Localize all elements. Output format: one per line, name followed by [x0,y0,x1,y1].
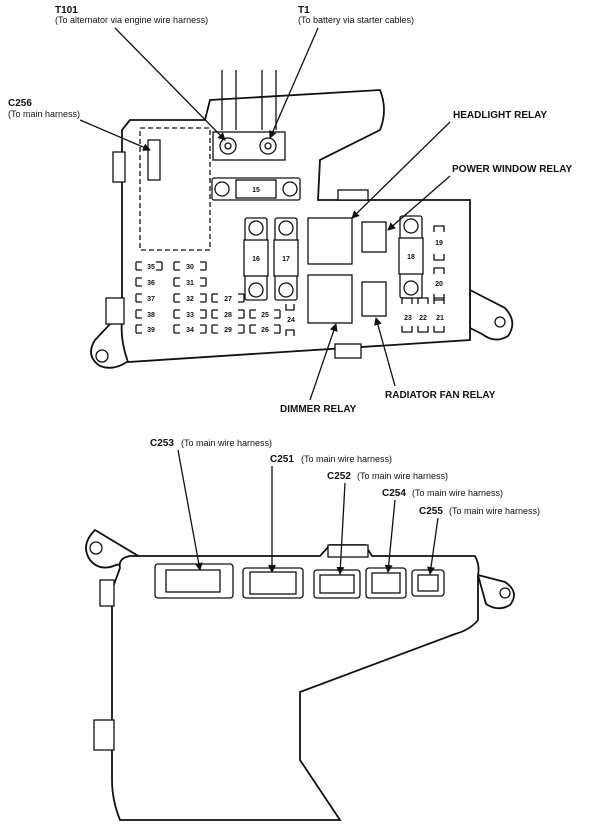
svg-text:26: 26 [261,327,269,334]
svg-text:21: 21 [436,315,444,322]
c255-leader [427,517,439,575]
fuse-slots-right: 19 20 23 22 21 [401,225,445,333]
c252-label: C252 [327,471,351,482]
headlight-relay-block [307,217,353,265]
c254-label: C254 [382,488,406,499]
svg-text:37: 37 [147,296,155,303]
dimmer-relay-label: DIMMER RELAY [280,404,357,415]
headlight-relay-leader [351,121,451,219]
svg-text:19: 19 [435,240,443,247]
headlight-relay-label: HEADLIGHT RELAY [453,110,547,121]
c253-desc: (To main wire harness) [181,438,272,448]
fuse-slots-middle: 27 28 29 25 26 24 [211,293,295,336]
svg-text:35: 35 [147,264,155,271]
c256-label: C256 [8,98,32,109]
dimmer-relay-block [307,274,353,324]
svg-text:33: 33 [186,312,194,319]
c255-label: C255 [419,506,443,517]
svg-text:32: 32 [186,296,194,303]
t101-desc: (To alternator via engine wire harness) [55,15,208,25]
svg-text:39: 39 [147,327,155,334]
svg-text:36: 36 [147,280,155,287]
c255-desc: (To main wire harness) [449,506,540,516]
c252-desc: (To main wire harness) [357,471,448,481]
c256-leader [79,119,151,151]
t1-desc: (To battery via starter cables) [298,15,414,25]
t101-leader [114,27,226,141]
fuse-16: 16 [252,256,260,263]
c251-label: C251 [270,454,294,465]
t1-label: T1 [298,5,310,16]
svg-text:29: 29 [224,327,232,334]
power-window-relay-leader [387,175,451,231]
c252-leader [336,482,346,575]
c251-desc: (To main wire harness) [301,454,392,464]
top-fuse-box: 15 16 17 18 35 36 37 [90,70,514,369]
svg-text:23: 23 [404,315,412,322]
c253-label: C253 [150,438,174,449]
power-window-relay-block [361,221,387,253]
svg-text:34: 34 [186,327,194,334]
radiator-fan-relay-label: RADIATOR FAN RELAY [385,390,496,401]
svg-text:28: 28 [224,312,232,319]
svg-text:22: 22 [419,315,427,322]
t101-label: T101 [55,5,78,16]
c254-desc: (To main wire harness) [412,488,503,498]
power-window-relay-label: POWER WINDOW RELAY [452,164,573,175]
svg-text:30: 30 [186,264,194,271]
fuse-18: 18 [407,254,415,261]
svg-text:27: 27 [224,296,232,303]
fuse-slots-left: 35 36 37 38 39 30 31 32 33 34 [135,261,207,334]
t1-leader [269,27,319,139]
radiator-fan-relay-leader [374,317,396,387]
svg-text:24: 24 [287,317,295,324]
c254-leader [384,499,396,573]
fuse-15: 15 [252,187,260,194]
c253-leader [177,449,203,571]
svg-text:25: 25 [261,312,269,319]
dimmer-relay-leader [309,323,338,401]
radiator-fan-relay-block [361,281,387,317]
bottom-fuse-box [85,528,515,821]
c256-desc: (To main harness) [8,109,80,119]
svg-text:31: 31 [186,280,194,287]
fuse-17: 17 [282,256,290,263]
svg-text:20: 20 [435,281,443,288]
svg-text:38: 38 [147,312,155,319]
